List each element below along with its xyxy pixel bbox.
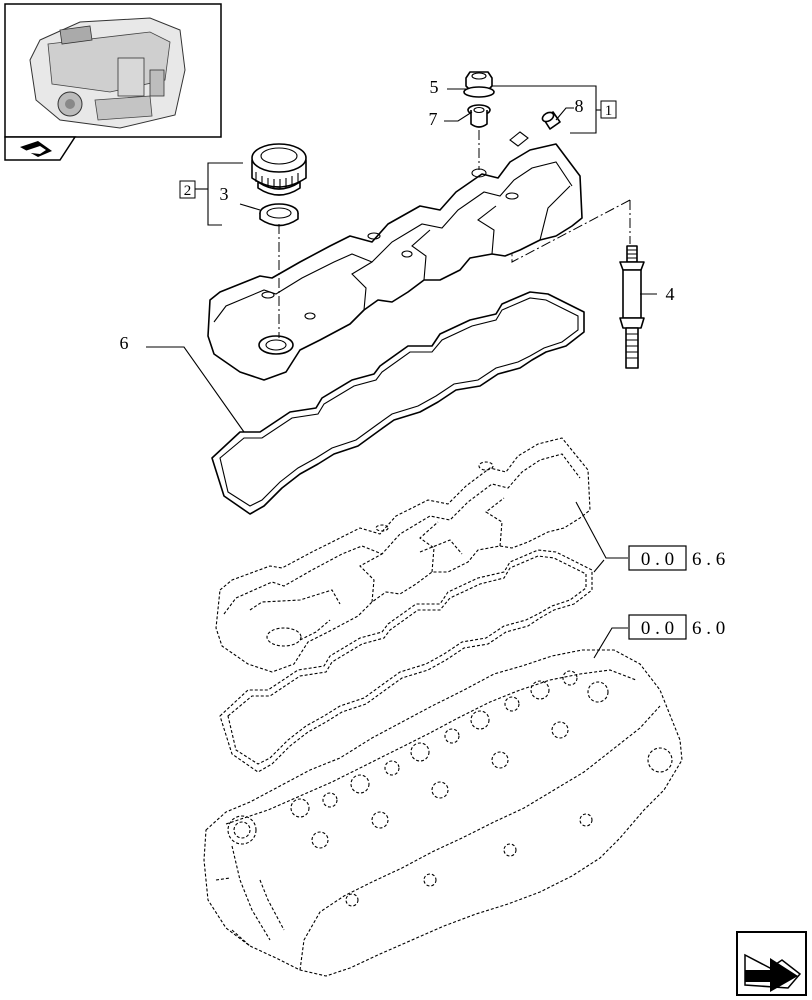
callout-3: 3 [220,184,229,204]
assembly-centerlines [278,130,631,338]
ghost-cylinder-head [203,649,683,977]
breather-plug[interactable] [541,111,561,130]
ghost-gasket [219,549,593,773]
reference-0060-rest: 6 . 0 [692,618,725,639]
reference-link-0066[interactable]: 0 . 0 6 . 6 [628,545,725,571]
engine-thumbnail-icon [29,17,186,129]
reference-0066-boxed: 0 . 0 [641,549,674,570]
reference-0066-rest: 6 . 6 [692,549,725,570]
callout-5: 5 [430,77,439,97]
callout-8: 8 [575,96,584,116]
reference-link-0060[interactable]: 0 . 0 6 . 0 [628,614,725,640]
grommet[interactable] [467,104,491,128]
group-label-1: 1 [605,103,613,119]
reference-0060-boxed: 0 . 0 [641,618,674,639]
callout-6: 6 [120,333,129,353]
group-bracket-1: 1 [488,85,617,134]
oil-filler-cap[interactable] [251,143,307,196]
stud[interactable] [619,245,645,369]
next-page-arrow-icon [744,953,802,992]
callout-4: 4 [666,284,675,304]
ghost-port-circles [227,670,673,907]
group-bracket-2: 2 [179,162,243,226]
ghost-valve-cover [215,437,591,673]
group-label-2: 2 [184,183,192,199]
next-page-button[interactable] [736,931,807,996]
engine-thumbnail[interactable] [4,3,222,161]
leader-lines [146,88,657,659]
valve-cover[interactable] [207,131,583,381]
book-arrow-icon [20,141,52,157]
valve-cover-gasket[interactable] [211,291,585,515]
nut[interactable] [463,71,495,98]
callout-7: 7 [429,109,438,129]
seal-ring[interactable] [259,203,299,227]
